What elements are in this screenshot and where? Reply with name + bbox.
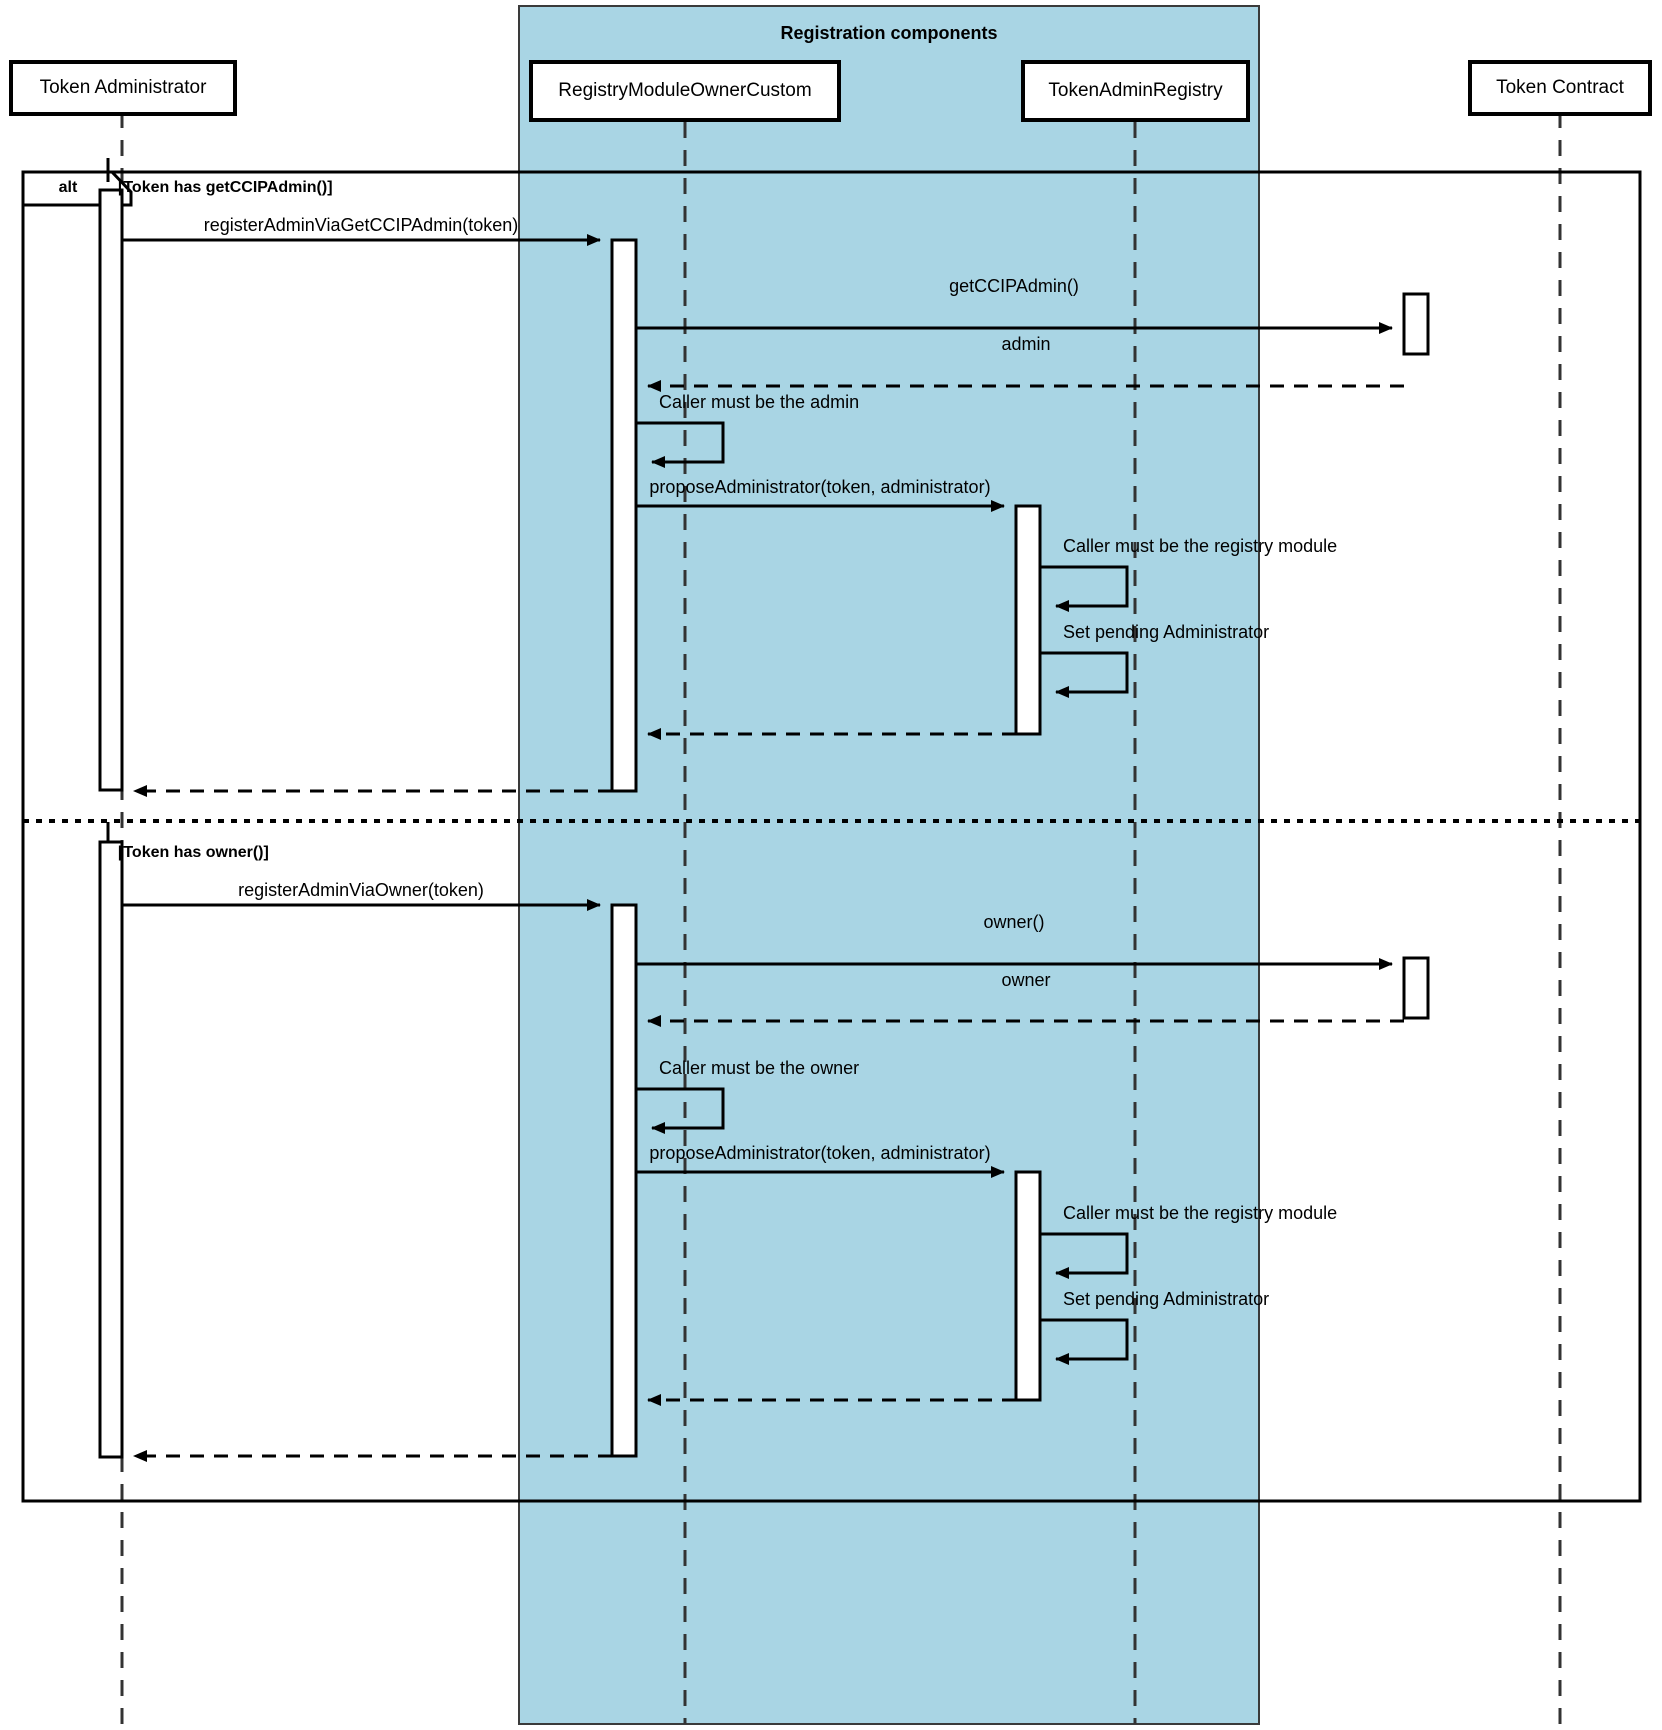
participant-label-token-administrator: Token Administrator: [39, 77, 207, 98]
message-label-m16: Set pending Administrator: [1063, 1289, 1270, 1309]
participant-label-registry-module-owner-custom: RegistryModuleOwnerCustom: [558, 80, 812, 101]
guard-label-operand-1: [Token has getCCIPAdmin()]: [118, 179, 333, 196]
alt-operator-label: alt: [58, 179, 78, 196]
activation-token-contract-2: [1402, 956, 1430, 1020]
message-label-m1: registerAdminViaGetCCIPAdmin(token): [203, 215, 519, 235]
message-label-m6: Caller must be the registry module: [1063, 536, 1338, 556]
participant-box-token-admin-registry: [1021, 60, 1250, 122]
activation-token-admin-registry-2: [1014, 1170, 1042, 1402]
alt-fragment-frame: [21, 170, 1642, 1503]
message-label-m13: Caller must be the owner: [659, 1058, 860, 1078]
message-arrow-m6: [1040, 565, 1129, 612]
message-arrow-m4: [636, 421, 725, 468]
message-arrow-m15: [1040, 1232, 1129, 1279]
participant-label-token-contract: Token Contract: [1496, 77, 1624, 98]
participant-box-token-administrator: [9, 60, 237, 116]
message-label-m12: owner: [1001, 970, 1051, 990]
message-arrow-m7: [1040, 651, 1129, 698]
message-label-m14: proposeAdministrator(token, administrato…: [649, 1143, 991, 1163]
message-arrow-m13: [636, 1087, 725, 1134]
message-label-m5: proposeAdministrator(token, administrato…: [649, 477, 991, 497]
message-label-m7: Set pending Administrator: [1063, 622, 1270, 642]
activation-token-administrator-2: [98, 840, 124, 1459]
group-title-registration-components: Registration components: [780, 23, 998, 43]
message-label-m2: getCCIPAdmin(): [949, 276, 1079, 296]
message-label-m3: admin: [1001, 334, 1051, 354]
message-label-m11: owner(): [983, 912, 1045, 932]
activation-token-administrator-1: [98, 188, 124, 792]
activation-registry-module-2: [610, 903, 638, 1458]
message-arrow-m16: [1040, 1318, 1129, 1365]
participant-box-registry-module-owner-custom: [529, 60, 841, 122]
message-label-m4: Caller must be the admin: [659, 392, 860, 412]
participant-box-token-contract: [1468, 60, 1652, 116]
message-label-m15: Caller must be the registry module: [1063, 1203, 1338, 1223]
activation-registry-module-1: [610, 238, 638, 793]
message-label-m10: registerAdminViaOwner(token): [238, 880, 484, 900]
participant-label-token-admin-registry: TokenAdminRegistry: [1048, 80, 1223, 101]
guard-label-operand-2: [Token has owner()]: [118, 844, 269, 861]
activation-token-admin-registry-1: [1014, 504, 1042, 736]
activation-token-contract-1: [1402, 292, 1430, 356]
